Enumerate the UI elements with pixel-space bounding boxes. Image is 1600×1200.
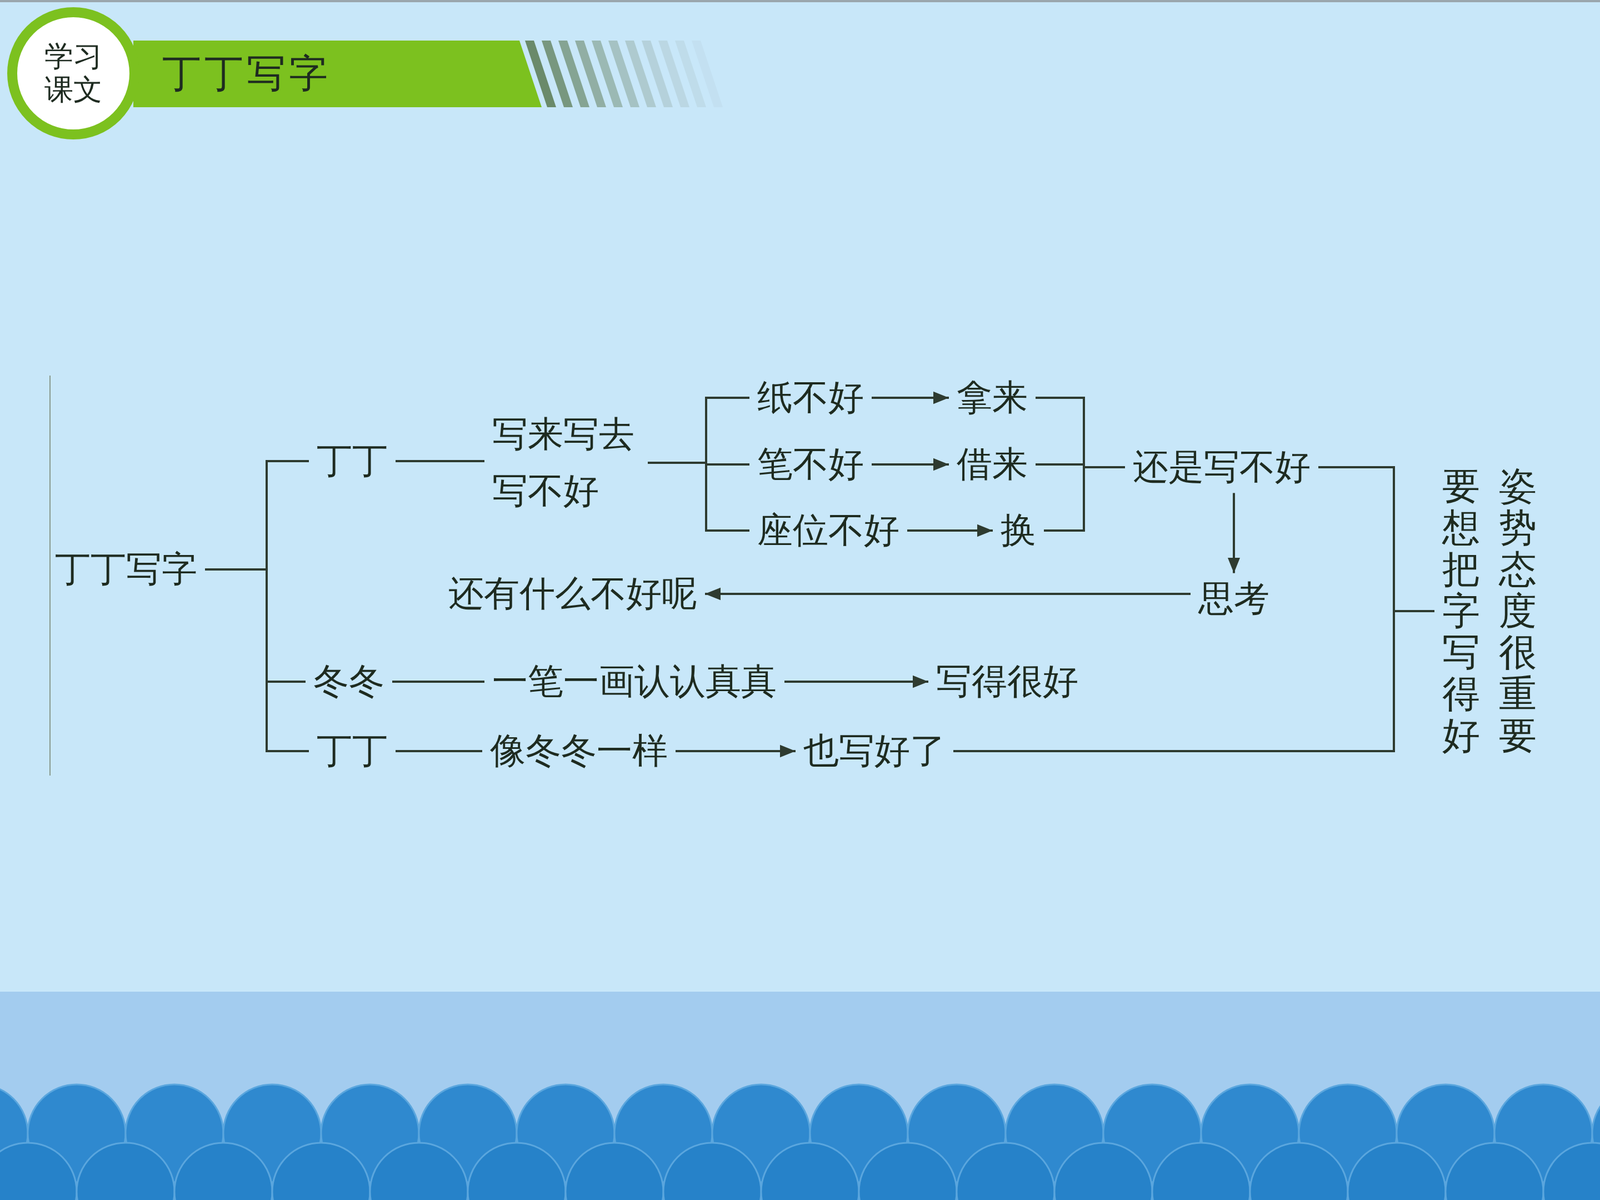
map-node: 拿来 [954,374,1030,422]
map-node: 也写好了 [801,727,948,775]
scale [663,1142,762,1200]
connector-line [1232,492,1235,573]
scale [1250,1142,1348,1200]
left-rule [49,375,51,776]
node-text: 还是写不好 [1132,446,1311,489]
scale [467,1142,566,1200]
node-text: 丁丁 [316,440,388,483]
node-text: 借来 [956,443,1028,487]
map-node: 思考 [1196,575,1272,623]
map-node: 借来 [954,441,1030,489]
scale [174,1142,273,1200]
connector-line [647,397,750,463]
scale [1054,1142,1153,1200]
map-node: 写得很好 [933,658,1081,706]
node-text: 也写好了 [803,730,946,773]
stripe [691,40,723,108]
map-node: 丁丁写字 [52,546,200,594]
connector-line [1043,467,1125,531]
map-node: 座位不好 [755,507,902,555]
scale [0,1142,77,1200]
badge-label: 学习 课文 [41,40,105,107]
connector-line [647,462,750,531]
map-node: 还有什么不好呢 [446,570,700,618]
connector-line [1318,467,1435,612]
node-text: 纸不好 [757,376,864,420]
header-bar [133,40,542,108]
node-text: 换 [1000,509,1037,553]
connector-line [205,461,309,570]
map-node: 像冬冬一样 [487,727,670,775]
map-node: 纸不好 [755,374,867,422]
map-node: 丁丁 [314,727,390,775]
node-text: 要想把字写得好 [1442,465,1480,757]
node-text: 丁丁 [316,730,388,773]
connector-line [392,680,485,683]
wave-scales [0,1084,1600,1200]
node-text: 座位不好 [757,509,900,553]
header-stripes [525,40,723,108]
scale [565,1142,664,1200]
top-rule [0,0,1600,3]
connector-line [675,750,796,753]
node-text: 像冬冬一样 [490,730,668,773]
scale [761,1142,859,1200]
map-node: 一笔一画认认真真 [490,658,779,706]
connector-line [205,569,306,682]
node-text: 丁丁写字 [55,548,198,592]
map-node: 丁丁 [314,437,390,485]
node-text: 写来写去 写不好 [492,406,640,520]
scale [956,1142,1055,1200]
node-text: 写得很好 [936,660,1079,704]
scale [1543,1142,1600,1200]
connector-line [205,569,309,752]
connector-line [871,463,949,466]
node-text: 姿势态度很重要 [1498,465,1537,757]
map-node: 写来写去 写不好 [490,403,643,523]
map-node: 冬冬 [311,658,387,706]
connector-line [705,592,1191,595]
node-text: 思考 [1198,577,1270,621]
scale [370,1142,468,1200]
node-text: 拿来 [956,376,1028,420]
scale [858,1142,957,1200]
node-text: 还有什么不好呢 [448,572,698,616]
scale [272,1142,370,1200]
connector-line [395,750,483,753]
connector-line [1035,397,1125,468]
connector-line [395,460,485,463]
connector-line [907,529,993,532]
scale [76,1142,175,1200]
node-text: 冬冬 [313,660,385,704]
header-badge [12,12,135,135]
scale [1445,1142,1544,1200]
scale [1152,1142,1250,1200]
scale [1347,1142,1446,1200]
page-title: 丁丁写字 [162,47,332,100]
node-text: 一笔一画认认真真 [492,660,777,704]
map-node: 还是写不好 [1130,443,1313,492]
connector-line [784,680,929,683]
map-node: 换 [998,507,1039,555]
connector-line [871,396,949,399]
map-node: 笔不好 [755,441,867,489]
map-node: 要想把字写得好姿势态度很重要 [1440,463,1539,759]
node-text: 笔不好 [757,443,864,487]
